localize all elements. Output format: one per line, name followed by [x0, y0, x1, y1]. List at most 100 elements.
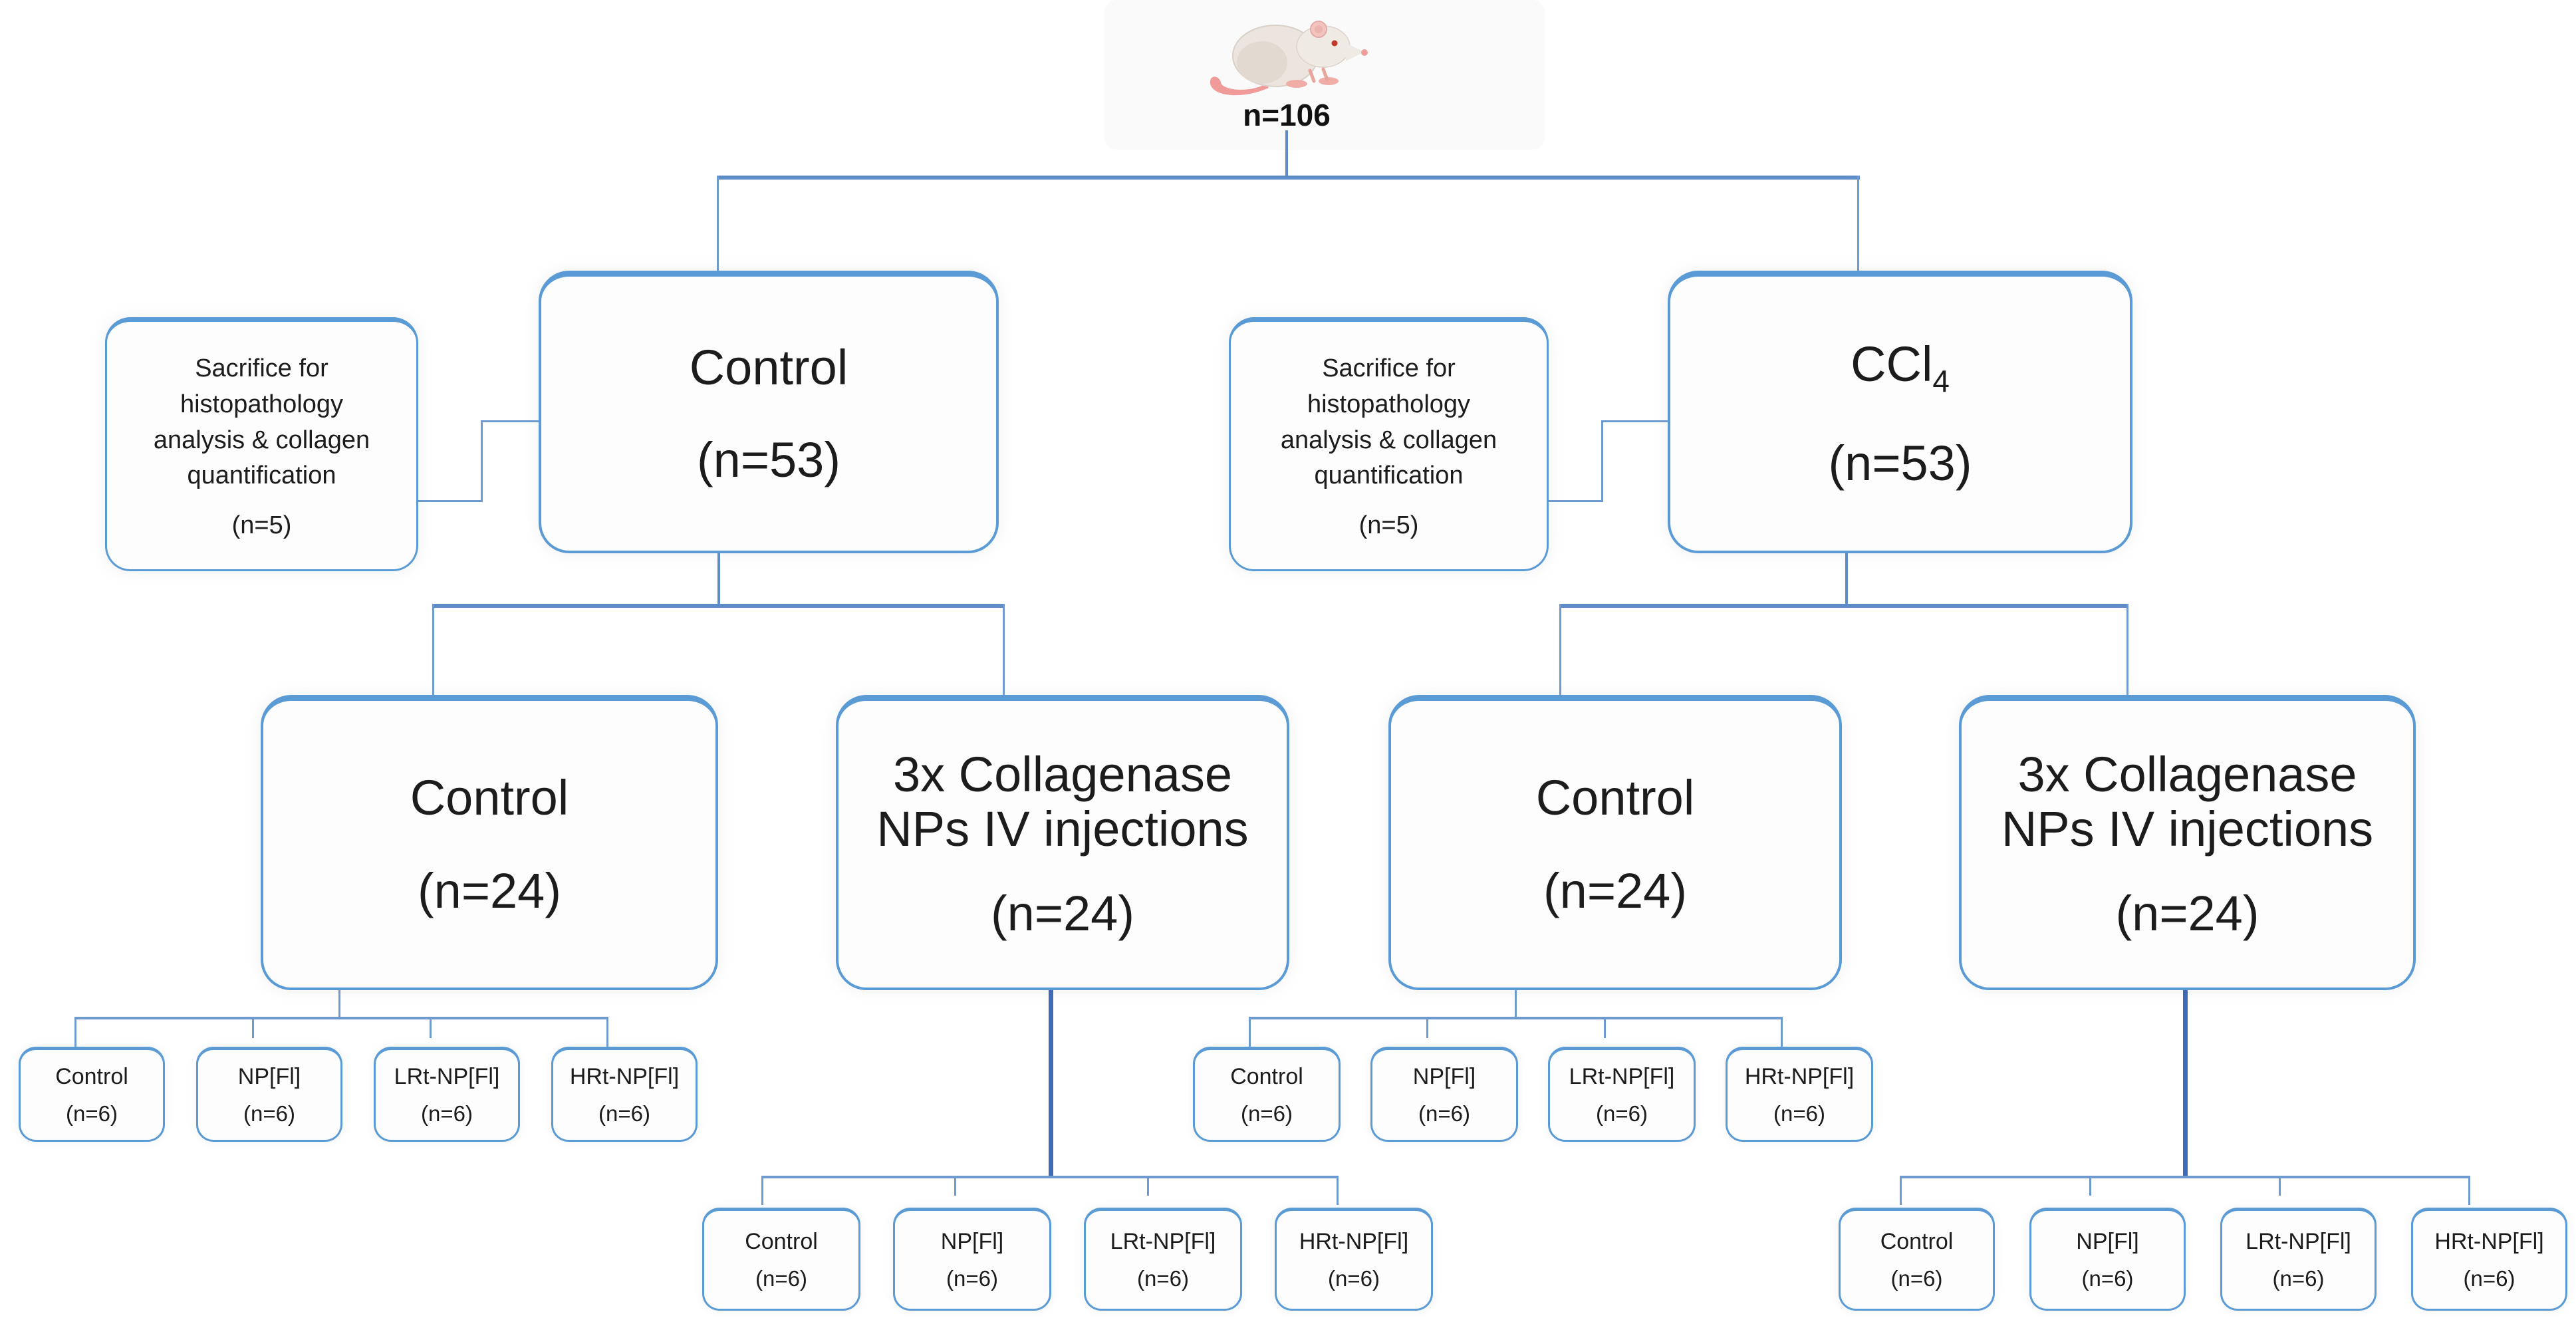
connector-leafrow2-right-tick4 [2468, 1176, 2470, 1205]
connector-leafrow2-left-bracket [763, 1176, 1339, 1178]
leaf-n-label: (n=6) [1773, 1101, 1825, 1126]
connector-leafrow2-left-stem [1049, 990, 1053, 1177]
leaf-n-label: (n=6) [243, 1101, 295, 1126]
connector-leafrow2-right-tick3 [2279, 1176, 2281, 1196]
leaf-label: LRt-NP[Fl] [2246, 1229, 2351, 1255]
connector-top-drop-left [717, 176, 719, 271]
rat-icon [1210, 21, 1368, 96]
level2-control-title: Control [1535, 770, 1695, 826]
leaf-n-label: (n=6) [1137, 1265, 1189, 1291]
connector-leafrow2-right-bracket [1901, 1176, 2470, 1178]
level1-ccl4-n-label: (n=53) [1828, 435, 1972, 491]
leaf-label: LRt-NP[Fl] [1569, 1064, 1675, 1090]
leaf-box-control: Control (n=6) [1193, 1047, 1341, 1142]
connector-leafrow1-left-tick1 [74, 1017, 76, 1047]
connector-left-mid-drop-left [432, 604, 434, 695]
leaf-box-hrt-npfl: HRt-NP[Fl] (n=6) [2411, 1208, 2567, 1311]
connector-leafrow2-right-tick2 [2089, 1176, 2091, 1196]
leaf-n-label: (n=6) [2463, 1265, 2515, 1291]
connector-leafrow1-right-stem [1515, 990, 1517, 1019]
leaf-n-label: (n=6) [2272, 1265, 2325, 1291]
connector-leafrow1-left-tick4 [606, 1017, 608, 1047]
leaf-n-label: (n=6) [1328, 1265, 1380, 1291]
leaf-n-label: (n=6) [1241, 1101, 1293, 1126]
leaf-box-lrt-npfl: LRt-NP[Fl] (n=6) [1084, 1208, 1242, 1311]
leaf-box-npfl: NP[Fl] (n=6) [1370, 1047, 1518, 1142]
level2-collagenase-title: 3x Collagenase NPs IV injections [876, 747, 1249, 857]
connector-right-mid-stem [1845, 553, 1848, 605]
connector-leafrow2-left-tick1 [761, 1176, 763, 1205]
connector-leafrow2-left-tick4 [1337, 1176, 1339, 1205]
leaf-box-control: Control (n=6) [1839, 1208, 1995, 1311]
level1-ccl4-title: CCl4 [1851, 336, 1950, 398]
leaf-box-npfl: NP[Fl] (n=6) [2029, 1208, 2186, 1311]
leaf-box-hrt-npfl: HRt-NP[Fl] (n=6) [1726, 1047, 1873, 1142]
connector-root-stem [1285, 130, 1288, 177]
connector-top-bracket [718, 176, 1860, 180]
connector-leafrow1-right-tick1 [1249, 1017, 1251, 1047]
leaf-n-label: (n=6) [1890, 1265, 1943, 1291]
level2-control-box-left: Control (n=24) [261, 695, 718, 990]
leaf-box-npfl: NP[Fl] (n=6) [893, 1208, 1051, 1311]
connector-left-mid-stem [717, 553, 720, 605]
leaf-label: NP[Fl] [237, 1064, 301, 1090]
connector-leafrow1-left-tick2 [252, 1017, 254, 1038]
leaf-box-lrt-npfl: LRt-NP[Fl] (n=6) [1548, 1047, 1696, 1142]
level2-collagenase-box-left: 3x Collagenase NPs IV injections (n=24) [836, 695, 1289, 990]
leaf-box-control: Control (n=6) [702, 1208, 860, 1311]
leaf-label: HRt-NP[Fl] [1299, 1229, 1409, 1255]
connector-sacrifice-left-h2 [481, 420, 539, 422]
leaf-n-label: (n=6) [1418, 1101, 1470, 1126]
sacrifice-n-label: (n=5) [1358, 511, 1419, 540]
leaf-box-lrt-npfl: LRt-NP[Fl] (n=6) [2220, 1208, 2377, 1311]
connector-leafrow1-right-tick4 [1781, 1017, 1783, 1047]
connector-leafrow1-right-tick2 [1426, 1017, 1428, 1038]
leaf-box-hrt-npfl: HRt-NP[Fl] (n=6) [551, 1047, 698, 1142]
connector-leafrow2-right-stem [2183, 990, 2188, 1177]
connector-sacrifice-right-h2 [1601, 420, 1668, 422]
connector-leafrow1-left-tick3 [430, 1017, 432, 1038]
level2-control-box-right: Control (n=24) [1388, 695, 1842, 990]
leaf-label: LRt-NP[Fl] [394, 1064, 500, 1090]
level2-collagenase-n-label: (n=24) [991, 886, 1134, 942]
level1-ccl4-box: CCl4 (n=53) [1668, 271, 2132, 553]
connector-sacrifice-left-v [481, 420, 483, 502]
level2-collagenase-box-right: 3x Collagenase NPs IV injections (n=24) [1959, 695, 2416, 990]
sacrifice-n-label: (n=5) [231, 511, 292, 540]
level1-control-n-label: (n=53) [697, 432, 840, 487]
leaf-n-label: (n=6) [1596, 1101, 1648, 1126]
connector-leafrow2-right-tick1 [1900, 1176, 1902, 1205]
leaf-label: NP[Fl] [2076, 1229, 2139, 1255]
level2-control-n-label: (n=24) [418, 862, 561, 918]
connector-sacrifice-right-h1 [1549, 500, 1603, 502]
level1-control-box: Control (n=53) [539, 271, 999, 553]
level2-control-title: Control [410, 770, 569, 826]
leaf-box-lrt-npfl: LRt-NP[Fl] (n=6) [374, 1047, 520, 1142]
connector-right-mid-drop-left [1559, 604, 1561, 695]
leaf-label: Control [1880, 1229, 1954, 1255]
leaf-label: Control [55, 1064, 128, 1090]
leaf-n-label: (n=6) [598, 1101, 650, 1126]
leaf-n-label: (n=6) [66, 1101, 118, 1126]
connector-leafrow1-left-stem [338, 990, 340, 1019]
connector-leafrow1-right-tick3 [1604, 1017, 1606, 1038]
connector-top-drop-right [1857, 176, 1859, 271]
leaf-label: Control [1230, 1064, 1303, 1090]
leaf-n-label: (n=6) [2081, 1265, 2134, 1291]
leaf-label: HRt-NP[Fl] [2434, 1229, 2544, 1255]
level1-control-title: Control [689, 339, 848, 395]
connector-sacrifice-right-v [1601, 420, 1603, 502]
leaf-box-hrt-npfl: HRt-NP[Fl] (n=6) [1275, 1208, 1433, 1311]
connector-sacrifice-left-h1 [418, 500, 483, 502]
connector-right-mid-drop-right [2126, 604, 2128, 695]
leaf-label: HRt-NP[Fl] [1744, 1064, 1855, 1090]
sacrifice-box-left: Sacrifice for histopathology analysis & … [105, 317, 418, 571]
sacrifice-text: Sacrifice for histopathology analysis & … [153, 354, 370, 490]
leaf-label: NP[Fl] [1412, 1064, 1476, 1090]
level2-collagenase-title: 3x Collagenase NPs IV injections [2001, 747, 2374, 857]
connector-left-mid-bracket [434, 604, 1004, 608]
connector-right-mid-bracket [1561, 604, 2128, 608]
connector-left-mid-drop-right [1003, 604, 1005, 695]
root-n-label: n=106 [1243, 98, 1331, 132]
